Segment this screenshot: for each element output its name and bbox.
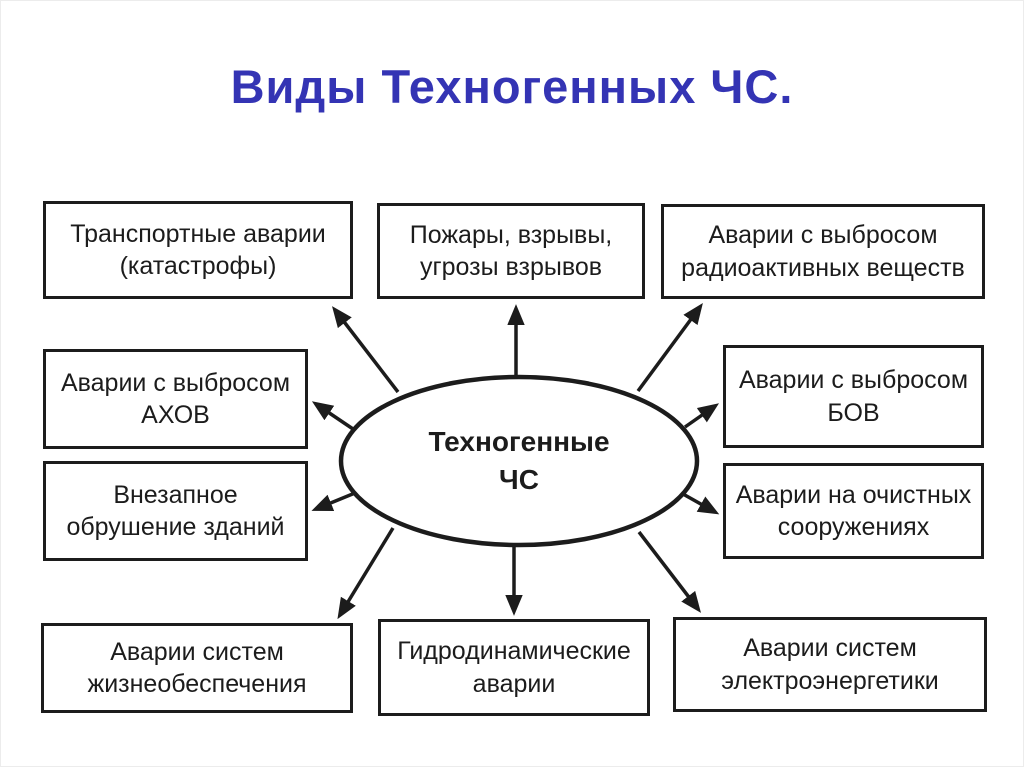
node-building-collapse: Внезапное обрушение зданий [43, 461, 308, 561]
arrow-to-radioactive [636, 303, 703, 393]
arrow-to-transport [332, 306, 400, 394]
node-transport-accidents: Транспортные аварии (катастрофы) [43, 201, 353, 299]
node-life-support-systems: Аварии систем жизнеобеспечения [41, 623, 353, 713]
node-bov-release: Аварии с выбросом БОВ [723, 345, 984, 448]
arrow-to-life [337, 527, 395, 620]
arrow-to-sewage [682, 492, 720, 515]
page-title: Виды Техногенных ЧС. [230, 60, 794, 113]
node-hydrodynamic-accidents: Гидродинамические аварии [378, 619, 650, 716]
node-radioactive-release: Аварии с выбросом радиоактивных веществ [661, 204, 985, 299]
arrow-to-bov [683, 403, 720, 429]
arrow-to-collapse [311, 491, 356, 511]
node-power-systems: Аварии систем электроэнергетики [673, 617, 987, 712]
center-ellipse [338, 374, 700, 548]
node-fires-explosions: Пожары, взрывы, угрозы взрывов [377, 203, 645, 299]
center-node-label: Техногенные ЧС [428, 426, 610, 495]
node-akhov-release: Аварии с выбросом АХОВ [43, 349, 308, 449]
arrow-to-akhov [311, 401, 354, 431]
node-treatment-facilities: Аварии на очистных сооружениях [723, 463, 984, 559]
arrow-to-electro [637, 530, 701, 613]
